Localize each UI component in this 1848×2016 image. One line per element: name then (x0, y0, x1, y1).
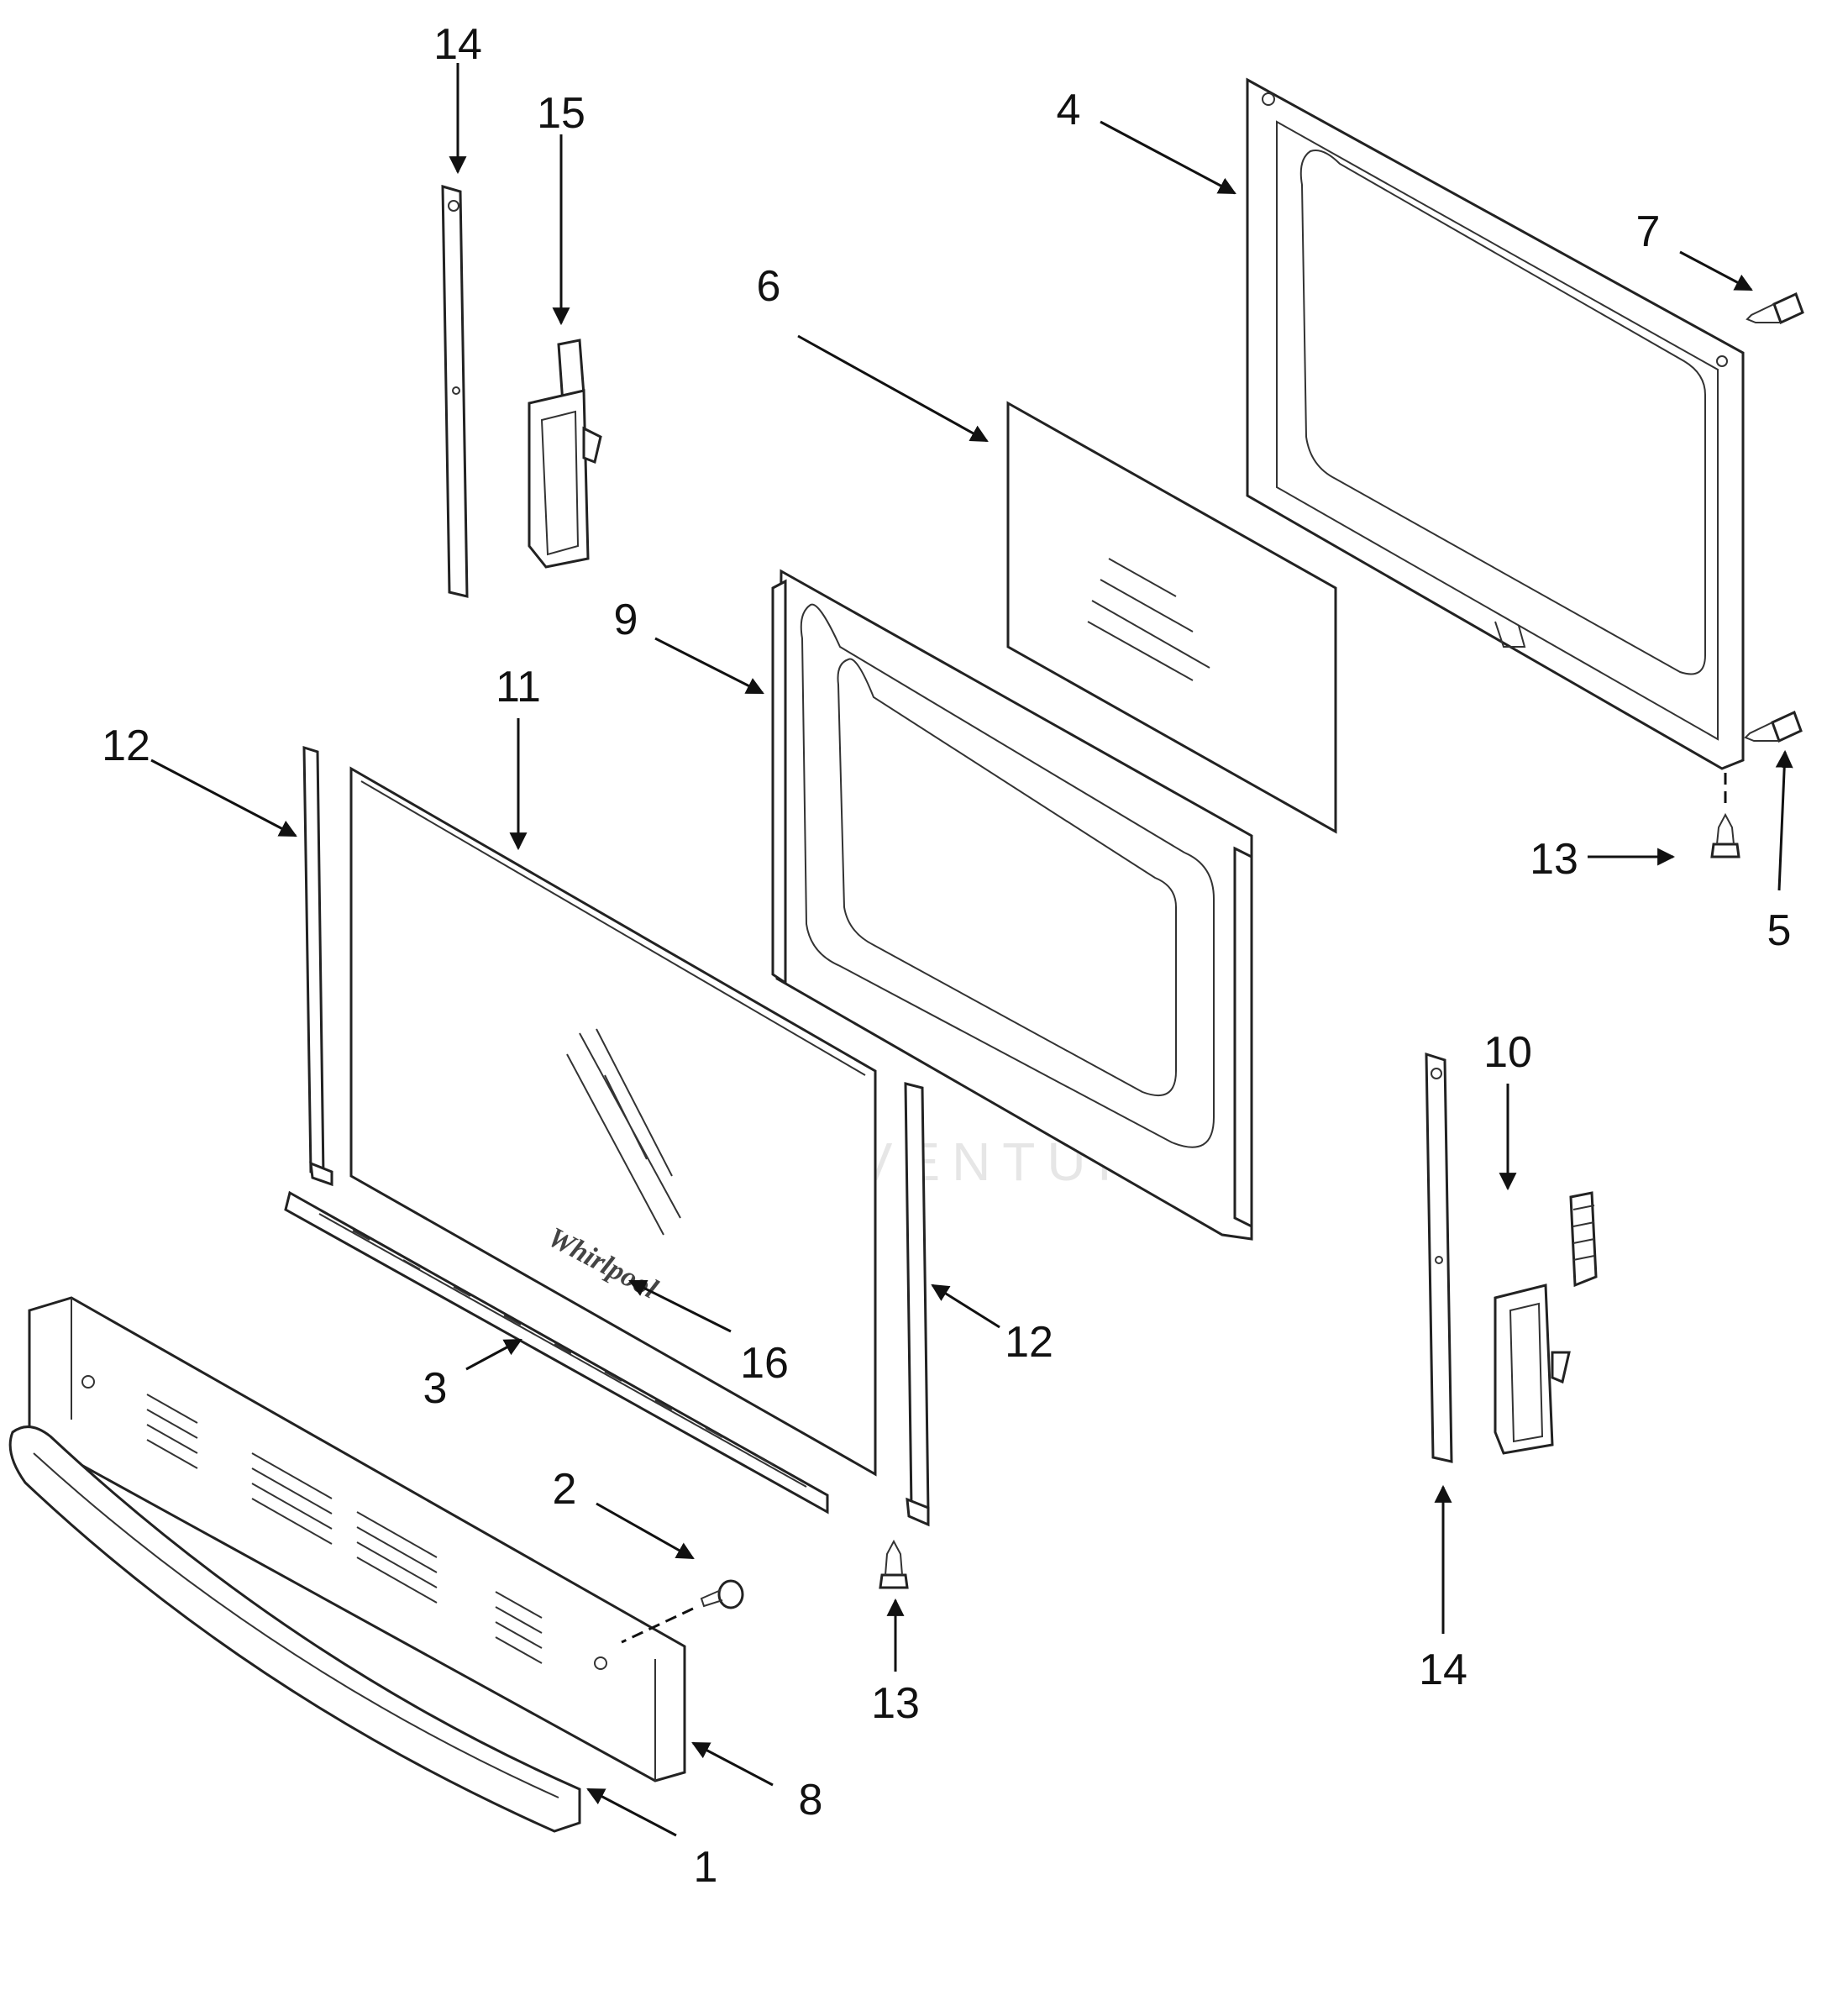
callout-5: 5 (1767, 906, 1792, 955)
part-10-hinge (1494, 1191, 1598, 1455)
callout-4: 4 (1057, 86, 1081, 134)
callout-13-center: 13 (871, 1679, 920, 1728)
part-15-hinge (528, 339, 602, 569)
part-5-screw (1744, 710, 1803, 743)
callout-13-right: 13 (1530, 835, 1578, 884)
callout-3: 3 (423, 1364, 448, 1413)
part-1-handle (8, 1425, 581, 1833)
part-13-screw-center (879, 1539, 909, 1589)
part-14-hinge-receiver-upper (441, 185, 469, 598)
callout-14-upper: 14 (433, 20, 482, 69)
callout-9: 9 (614, 596, 638, 644)
part-14-hinge-receiver-lower (1425, 1052, 1453, 1463)
part-6-inner-glass (1006, 401, 1337, 834)
callout-labels: 14 15 4 7 6 9 11 12 13 5 10 16 12 3 2 13… (102, 20, 1791, 1892)
part-12-trim-right (904, 1082, 930, 1527)
callout-7: 7 (1636, 207, 1661, 256)
callout-1: 1 (694, 1843, 718, 1892)
callout-2: 2 (553, 1465, 577, 1514)
callout-16: 16 (740, 1339, 789, 1388)
part-4-outer-door-frame (1246, 77, 1745, 770)
callout-12-left: 12 (102, 722, 150, 770)
part-12-trim-left (302, 745, 333, 1187)
callout-15: 15 (537, 89, 585, 138)
callout-6: 6 (757, 262, 781, 311)
part-3-bottom-channel (284, 1190, 829, 1515)
part-13-screw-right (1710, 773, 1740, 858)
callout-14-lower: 14 (1419, 1646, 1467, 1694)
part-9-inner-door-liner (771, 569, 1253, 1241)
leader-lines (150, 63, 1793, 1837)
part-2-screw (621, 1579, 744, 1644)
callout-8: 8 (799, 1776, 823, 1824)
callout-11: 11 (496, 663, 541, 711)
part-7-screw (1746, 291, 1804, 325)
callout-10: 10 (1483, 1028, 1532, 1077)
callout-12-right: 12 (1005, 1318, 1053, 1367)
